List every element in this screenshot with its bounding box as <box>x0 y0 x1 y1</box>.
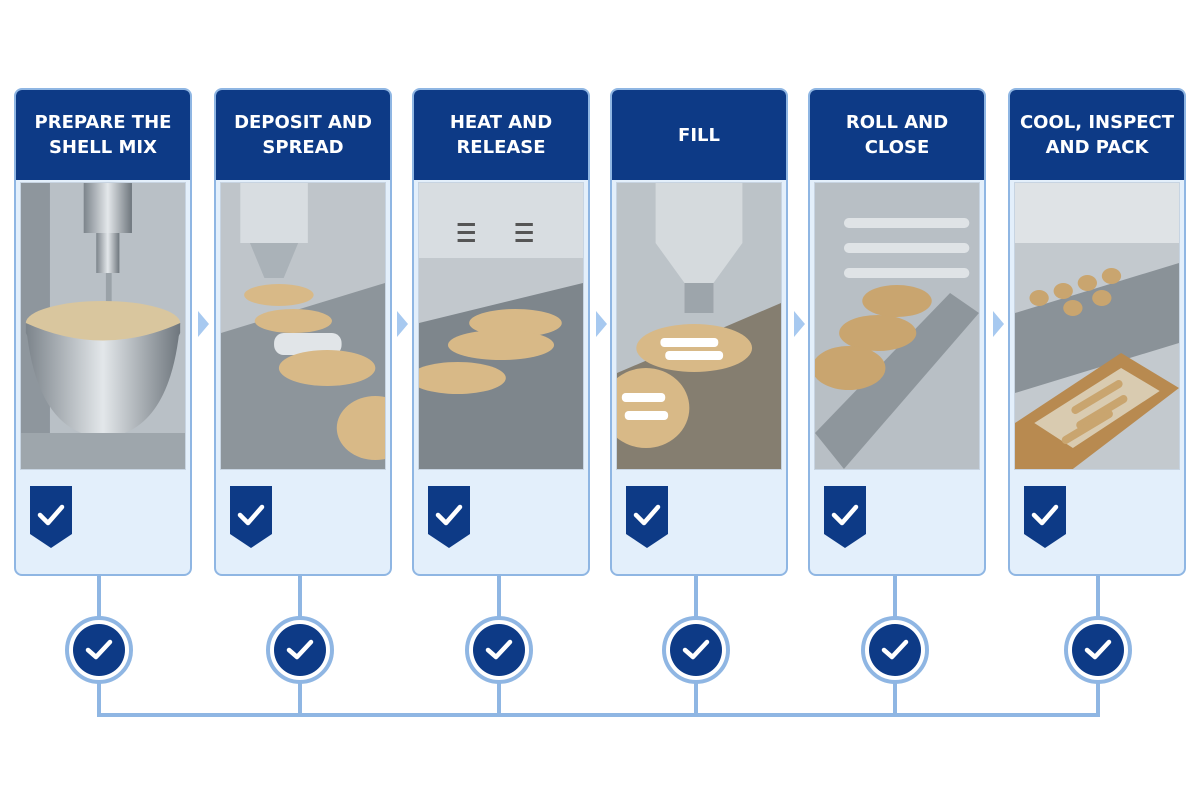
check-badge-icon <box>230 486 272 548</box>
timeline-rail <box>97 713 1100 717</box>
step-title: COOL, INSPECT AND PACK <box>1010 90 1184 180</box>
step-card-roll-and-close: ROLL AND CLOSE <box>808 88 986 576</box>
check-badge-icon <box>1024 486 1066 548</box>
timeline-stem <box>298 576 302 620</box>
check-circle-icon <box>65 616 133 684</box>
step-photo-depositor <box>220 182 386 470</box>
timeline-drop <box>497 680 501 717</box>
timeline-stem <box>497 576 501 620</box>
arrow-right-icon <box>198 311 209 337</box>
step-card-deposit-and-spread: DEPOSIT AND SPREAD <box>214 88 392 576</box>
arrow-right-icon <box>397 311 408 337</box>
step-title: DEPOSIT AND SPREAD <box>216 90 390 180</box>
arrow-right-icon <box>794 311 805 337</box>
step-photo-roller <box>814 182 980 470</box>
timeline-drop <box>1096 680 1100 717</box>
step-title: PREPARE THE SHELL MIX <box>16 90 190 180</box>
timeline-drop <box>298 680 302 717</box>
timeline-drop <box>893 680 897 717</box>
check-circle-icon <box>861 616 929 684</box>
timeline-stem <box>97 576 101 620</box>
check-circle-icon <box>465 616 533 684</box>
arrow-right-icon <box>993 311 1004 337</box>
timeline-stem <box>893 576 897 620</box>
step-title: ROLL AND CLOSE <box>810 90 984 180</box>
check-circle-icon <box>266 616 334 684</box>
check-circle-icon <box>1064 616 1132 684</box>
step-photo-filler <box>616 182 782 470</box>
check-badge-icon <box>30 486 72 548</box>
timeline-stem <box>1096 576 1100 620</box>
timeline-drop <box>694 680 698 717</box>
step-photo-mixer <box>20 182 186 470</box>
timeline-stem <box>694 576 698 620</box>
step-photo-packing <box>1014 182 1180 470</box>
check-badge-icon <box>428 486 470 548</box>
arrow-right-icon <box>596 311 607 337</box>
step-card-fill: FILL <box>610 88 788 576</box>
check-badge-icon <box>824 486 866 548</box>
check-circle-icon <box>662 616 730 684</box>
step-title: FILL <box>612 90 786 180</box>
step-title: HEAT AND RELEASE <box>414 90 588 180</box>
step-card-heat-and-release: HEAT AND RELEASE <box>412 88 590 576</box>
check-badge-icon <box>626 486 668 548</box>
step-photo-oven <box>418 182 584 470</box>
step-card-prepare-shell-mix: PREPARE THE SHELL MIX <box>14 88 192 576</box>
timeline-drop <box>97 680 101 717</box>
step-card-cool-inspect-pack: COOL, INSPECT AND PACK <box>1008 88 1186 576</box>
